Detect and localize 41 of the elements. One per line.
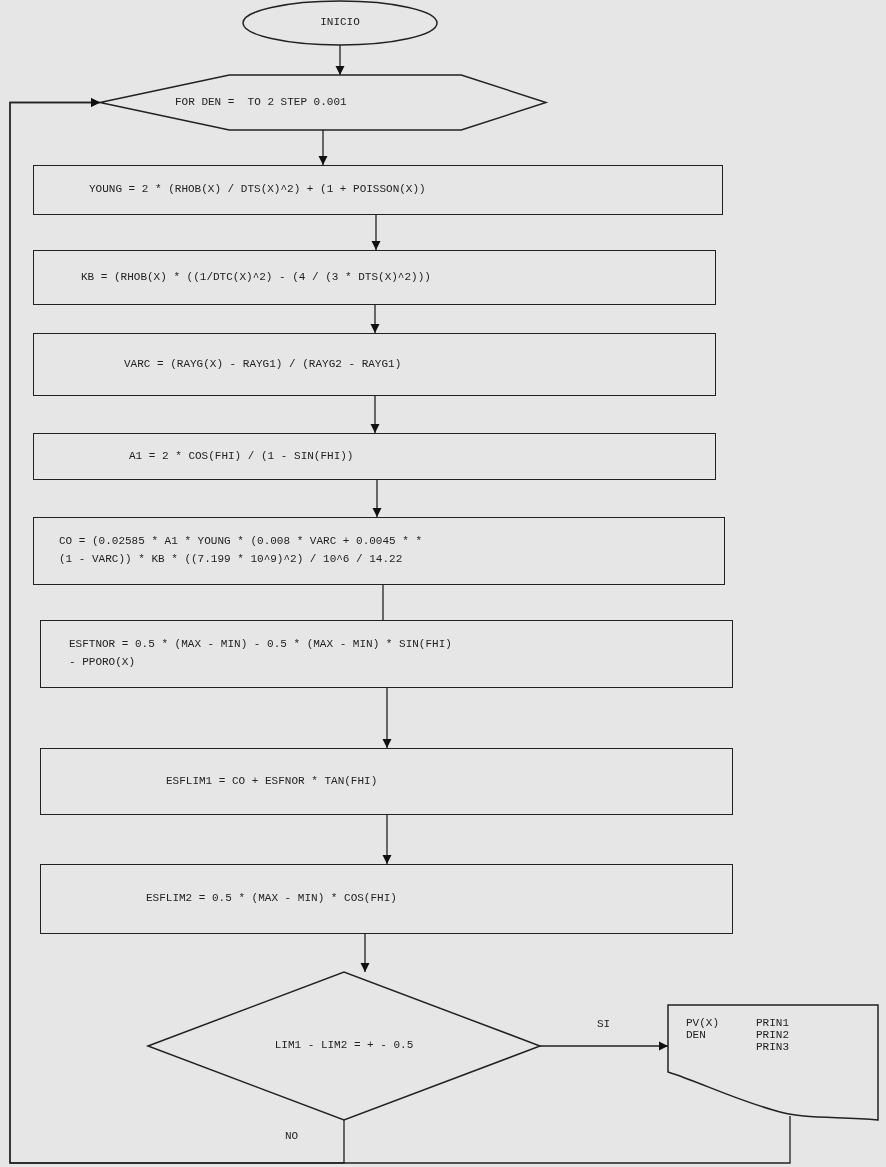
process-box <box>33 433 716 480</box>
process-box <box>33 165 723 215</box>
formula-text: A1 = 2 * COS(FHI) / (1 - SIN(FHI)) <box>129 448 354 464</box>
arrow <box>370 304 380 334</box>
process-box <box>40 748 733 815</box>
formula-text: ESFLIM2 = 0.5 * (MAX - MIN) * COS(FHI) <box>146 891 397 907</box>
process-box <box>33 250 716 305</box>
arrow <box>382 687 392 749</box>
condition-text: LIM1 - LIM2 = + - 0.5 <box>274 1038 414 1054</box>
connector-line <box>382 584 384 621</box>
output-item: PRIN3 <box>756 1041 790 1054</box>
start-terminal <box>243 1 437 45</box>
formula-text: ESFLIM1 = CO + ESFNOR * TAN(FHI) <box>166 773 378 789</box>
arrow <box>360 933 370 973</box>
loop-hexagon <box>100 75 546 130</box>
arrow <box>539 1041 669 1051</box>
output-item: PRIN1 <box>756 1017 790 1030</box>
terminal-label: INICIO <box>320 15 360 31</box>
arrow <box>382 814 392 865</box>
process-box <box>33 517 725 585</box>
decision-diamond <box>148 972 540 1120</box>
edge-label: NO <box>283 1130 301 1142</box>
arrow <box>371 214 381 251</box>
formula-text: CO = (0.02585 * A1 * YOUNG * (0.008 * VARC + 0.0045 * * (1 - VARC)) * KB * ((7.199 * 10^9)^2) / 10^6 / 14.22 <box>59 534 423 567</box>
formula-text: ESFTNOR = 0.5 * (MAX - MIN) - 0.5 * (MAX - MIN) * SIN(FHI) - PPORO(X) <box>69 637 453 670</box>
output-item: DEN <box>686 1029 707 1042</box>
output-item: PRIN2 <box>756 1029 790 1042</box>
arrow <box>9 98 791 1164</box>
formula-text: YOUNG = 2 * (RHOB(X) / DTS(X)^2) + (1 + POISSON(X)) <box>89 182 426 198</box>
arrow <box>370 395 380 434</box>
formula-text: KB = (RHOB(X) * ((1/DTC(X)^2) - (4 / (3 * DTS(X)^2))) <box>81 269 431 285</box>
arrow <box>318 129 328 166</box>
formula-text: VARC = (RAYG(X) - RAYG1) / (RAYG2 - RAYG1) <box>124 356 402 372</box>
output-item: PV(X) <box>686 1017 720 1030</box>
process-box <box>40 864 733 934</box>
formula-text: FOR DEN = TO 2 STEP 0.001 <box>175 94 347 110</box>
arrow <box>335 44 345 76</box>
document-shape <box>668 1005 878 1120</box>
process-box <box>33 333 716 396</box>
process-box <box>40 620 733 688</box>
arrow <box>372 479 382 518</box>
